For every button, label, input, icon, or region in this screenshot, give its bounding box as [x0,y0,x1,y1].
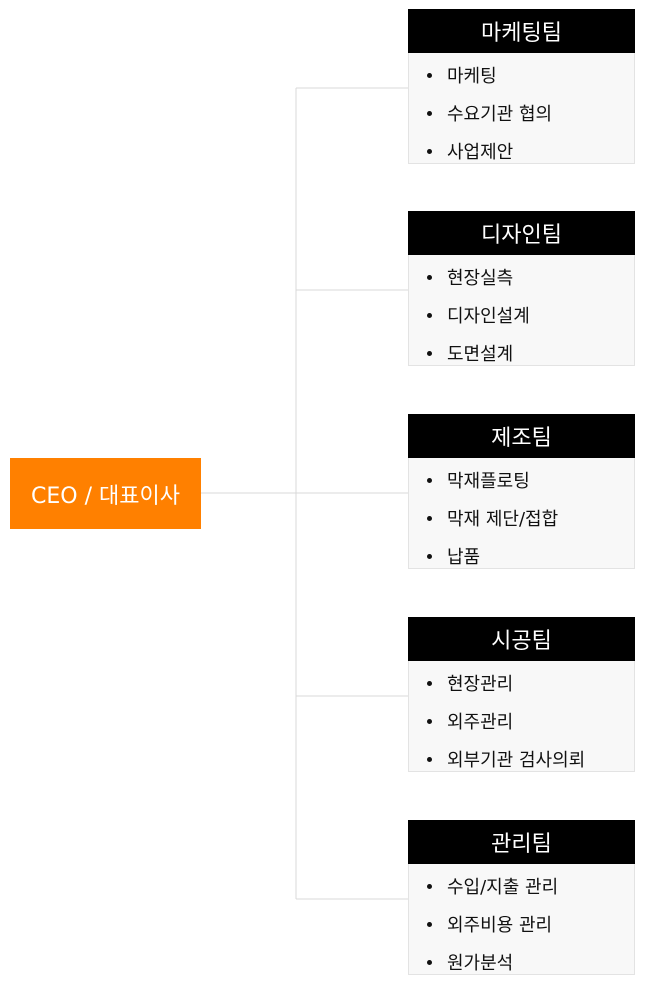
team-header: 제조팀 [408,414,635,458]
duty-label: 현장관리 [447,674,514,695]
list-item: 원가분석 [409,943,634,981]
team-duties-list: 수입/지출 관리 외주비용 관리 원가분석 [408,864,635,975]
duty-label: 마케팅 [447,66,497,87]
team-duties-list: 마케팅 수요기관 협의 사업제안 [408,53,635,164]
bullet-icon [427,312,432,318]
team-name: 마케팅팀 [481,21,562,46]
team-management: 관리팀 수입/지출 관리 외주비용 관리 원가분석 [408,820,635,975]
bullet-icon [427,515,432,521]
list-item: 사업제안 [409,132,634,170]
team-manufacturing: 제조팀 막재플로팅 막재 제단/접합 납품 [408,414,635,569]
team-name: 디자인팀 [481,223,562,248]
team-header: 디자인팀 [408,211,635,255]
duty-label: 수입/지출 관리 [447,877,559,898]
list-item: 외부기관 검사의뢰 [409,740,634,778]
team-design: 디자인팀 현장실측 디자인설계 도면설계 [408,211,635,366]
bullet-icon [427,553,432,559]
team-duties-list: 막재플로팅 막재 제단/접합 납품 [408,458,635,569]
duty-label: 원가분석 [447,953,514,974]
duty-label: 현장실측 [447,268,514,289]
list-item: 막재플로팅 [409,461,634,499]
duty-label: 외부기관 검사의뢰 [447,750,586,771]
list-item: 외주관리 [409,702,634,740]
list-item: 마케팅 [409,56,634,94]
team-name: 관리팀 [491,832,552,857]
team-name: 제조팀 [491,426,552,451]
duty-label: 도면설계 [447,344,514,365]
list-item: 외주비용 관리 [409,905,634,943]
list-item: 막재 제단/접합 [409,499,634,537]
bullet-icon [427,718,432,724]
team-duties-list: 현장관리 외주관리 외부기관 검사의뢰 [408,661,635,772]
bullet-icon [427,148,432,154]
team-header: 시공팀 [408,617,635,661]
bullet-icon [427,110,432,116]
bullet-icon [427,274,432,280]
list-item: 디자인설계 [409,296,634,334]
ceo-label: CEO / 대표이사 [31,483,180,509]
team-duties-list: 현장실측 디자인설계 도면설계 [408,255,635,366]
duty-label: 외주비용 관리 [447,915,553,936]
bullet-icon [427,756,432,762]
ceo-box: CEO / 대표이사 [10,458,201,529]
bullet-icon [427,959,432,965]
list-item: 현장실측 [409,258,634,296]
list-item: 현장관리 [409,664,634,702]
duty-label: 디자인설계 [447,306,530,327]
duty-label: 막재플로팅 [447,471,530,492]
team-marketing: 마케팅팀 마케팅 수요기관 협의 사업제안 [408,9,635,164]
team-construction: 시공팀 현장관리 외주관리 외부기관 검사의뢰 [408,617,635,772]
team-name: 시공팀 [491,629,552,654]
list-item: 수요기관 협의 [409,94,634,132]
duty-label: 막재 제단/접합 [447,509,559,530]
bullet-icon [427,680,432,686]
list-item: 도면설계 [409,334,634,372]
list-item: 수입/지출 관리 [409,867,634,905]
duty-label: 납품 [447,547,481,568]
duty-label: 사업제안 [447,142,514,163]
duty-label: 외주관리 [447,712,514,733]
team-header: 관리팀 [408,820,635,864]
bullet-icon [427,350,432,356]
team-header: 마케팅팀 [408,9,635,53]
bullet-icon [427,477,432,483]
bullet-icon [427,883,432,889]
bullet-icon [427,921,432,927]
duty-label: 수요기관 협의 [447,104,553,125]
list-item: 납품 [409,537,634,575]
bullet-icon [427,72,432,78]
